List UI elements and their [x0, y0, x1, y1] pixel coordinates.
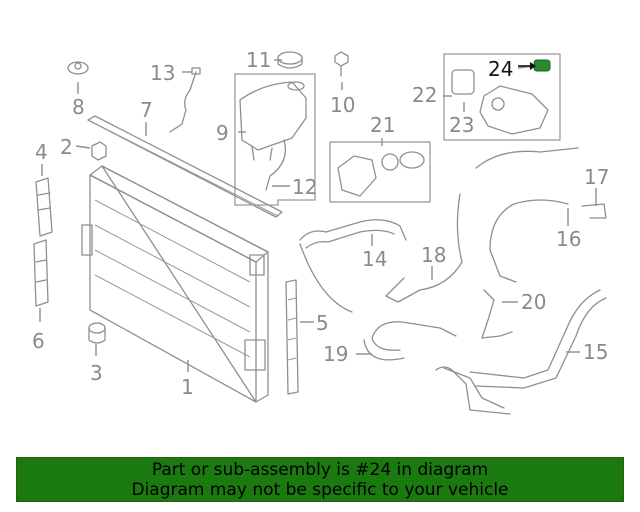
hose-part-14 — [299, 219, 407, 313]
info-banner: Part or sub-assembly is #24 in diagram D… — [16, 457, 624, 502]
thermostat-box-part-21 — [329, 141, 431, 203]
callout-1: 1 — [181, 375, 194, 399]
sensor-part-24 — [533, 59, 551, 72]
bracket-part-4 — [35, 177, 53, 237]
callout-16: 16 — [556, 227, 581, 251]
arrowhead-icon — [530, 62, 536, 70]
upper-support-part-7 — [87, 115, 283, 218]
callout-10: 10 — [330, 93, 355, 117]
callout-13: 13 — [150, 61, 175, 85]
bolt-part-10 — [334, 51, 349, 77]
callout-24-highlighted: 24 — [488, 57, 513, 81]
cap-part-11 — [277, 51, 303, 69]
callout-5: 5 — [316, 311, 329, 335]
banner-line-1: Part or sub-assembly is #24 in diagram — [151, 459, 489, 480]
callout-18: 18 — [421, 243, 446, 267]
callout-23: 23 — [449, 113, 474, 137]
hose-part-17 — [581, 203, 607, 219]
hose-part-19 — [363, 321, 457, 361]
bracket-part-6 — [33, 239, 49, 307]
callout-15: 15 — [583, 340, 608, 364]
callout-12: 12 — [292, 175, 317, 199]
mount-part-2 — [91, 141, 107, 161]
callout-8: 8 — [72, 95, 85, 119]
hose-part-13 — [169, 67, 201, 133]
callout-2: 2 — [60, 135, 73, 159]
banner-line-2: Diagram may not be specific to your vehi… — [131, 479, 509, 500]
mount-part-3 — [88, 322, 106, 344]
seal-part-5 — [285, 279, 299, 395]
callout-17: 17 — [584, 165, 609, 189]
callout-7: 7 — [140, 98, 153, 122]
hose-part-18 — [385, 147, 579, 303]
hose-assembly-part-15b — [435, 366, 511, 415]
callout-22: 22 — [412, 83, 437, 107]
hose-part-20 — [481, 289, 513, 339]
housing-box-part-22 — [443, 53, 561, 141]
hose-part-15 — [443, 289, 607, 409]
reservoir-box-part-9 — [234, 73, 316, 206]
radiator-part-1 — [81, 165, 269, 403]
callout-20: 20 — [521, 290, 546, 314]
leader-lines — [39, 59, 597, 372]
callout-9: 9 — [216, 121, 229, 145]
hose-part-16 — [489, 199, 569, 283]
callout-11: 11 — [246, 48, 271, 72]
callout-14: 14 — [362, 247, 387, 271]
callout-21: 21 — [370, 113, 395, 137]
callout-6: 6 — [32, 329, 45, 353]
parts-diagram: 1 2 3 4 5 6 7 8 9 10 11 12 13 14 15 16 1… — [32, 48, 609, 415]
callout-3: 3 — [90, 361, 103, 385]
callout-19: 19 — [323, 342, 348, 366]
clip-part-8 — [67, 61, 89, 75]
callout-4: 4 — [35, 140, 48, 164]
